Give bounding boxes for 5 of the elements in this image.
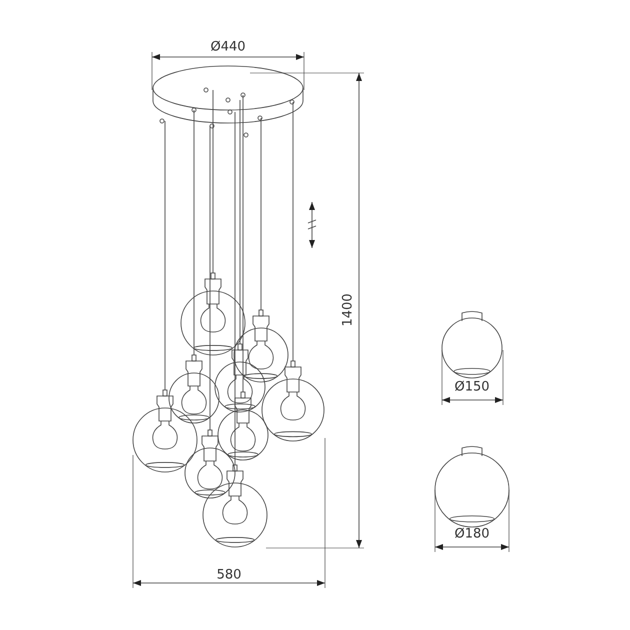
dimension-label: Ø150 — [454, 380, 490, 394]
dimension-label: Ø440 — [210, 40, 246, 54]
dimension-label: Ø180 — [454, 528, 490, 540]
dimension-label: 580 — [216, 568, 242, 582]
dimension-label: 1400 — [342, 293, 354, 327]
